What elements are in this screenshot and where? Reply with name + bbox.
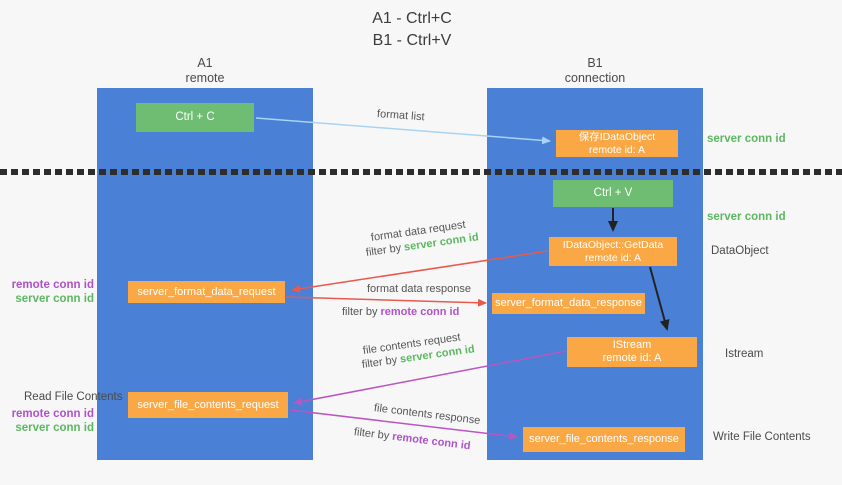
- label-write-file-contents: Write File Contents: [713, 431, 811, 443]
- lane-header-b1: B1 connection: [487, 56, 703, 86]
- node-server-file-contents-request: server_file_contents_request: [128, 392, 288, 418]
- label-remote-conn-id: remote conn id: [11, 279, 94, 291]
- node-server-file-contents-response: server_file_contents_response: [523, 427, 685, 452]
- node-server-format-data-request: server_format_data_request: [128, 281, 285, 303]
- label-istream: Istream: [725, 348, 764, 360]
- arrow-label-format-list: format list: [376, 108, 425, 124]
- arrow-format-data-response: [285, 296, 487, 307]
- label-remote-conn-id: remote conn id: [11, 408, 94, 420]
- node-ctrl-c-label: Ctrl + C: [175, 111, 215, 123]
- title-line-1: A1 - Ctrl+C: [372, 10, 452, 27]
- label-conn-id-stack-bottom: remote conn id server conn id: [0, 407, 94, 435]
- diagram-title: A1 - Ctrl+C B1 - Ctrl+V: [0, 8, 824, 52]
- node-ctrl-c: Ctrl + C: [136, 103, 254, 132]
- dotted-divider-line: [0, 169, 842, 175]
- node-istream-line1: IStream: [612, 339, 652, 351]
- node-save-idataobject: 保存IDataObject remote id: A: [556, 130, 678, 157]
- label-server-conn-id-mid: server conn id: [707, 211, 786, 223]
- node-ctrl-v: Ctrl + V: [553, 180, 673, 207]
- node-server-format-data-response: server_format_data_response: [492, 293, 645, 314]
- node-server-format-data-response-label: server_format_data_response: [495, 297, 642, 309]
- label-server-conn-id: server conn id: [15, 293, 94, 305]
- lane-a1-name: A1: [197, 56, 213, 70]
- label-server-conn-id: server conn id: [15, 422, 94, 434]
- node-save-idataobject-line2: remote id: A: [588, 143, 646, 156]
- label-server-conn-id-top: server conn id: [707, 133, 786, 145]
- node-save-idataobject-line1: 保存IDataObject: [578, 130, 656, 143]
- node-istream: IStream remote id: A: [567, 337, 697, 367]
- lane-b1-subtitle: connection: [564, 71, 626, 85]
- remote-conn-id-text: remote conn id: [380, 306, 460, 318]
- node-ctrl-v-label: Ctrl + V: [593, 187, 633, 199]
- lane-b1-name: B1: [587, 56, 603, 70]
- arrow-label-format-data-response: format data response: [367, 283, 471, 295]
- remote-conn-id-text: remote conn id: [391, 430, 472, 453]
- label-read-file-contents: Read File Contents: [24, 391, 123, 403]
- label-dataobject: DataObject: [711, 245, 769, 257]
- lane-a1-subtitle: remote: [185, 71, 225, 85]
- node-istream-line2: remote id: A: [602, 352, 662, 364]
- node-server-file-contents-request-label: server_file_contents_request: [137, 398, 279, 411]
- node-server-format-data-request-label: server_format_data_request: [137, 285, 276, 298]
- node-idataobject-getdata-line1: IDataObject::GetData: [562, 238, 664, 251]
- filter-by-text: filter by: [365, 242, 402, 259]
- arrow-label-file-contents-response: file contents response: [373, 402, 481, 427]
- filter-by-text: filter by: [353, 426, 390, 443]
- label-conn-id-stack-top: remote conn id server conn id: [0, 278, 94, 306]
- node-server-file-contents-response-label: server_file_contents_response: [529, 433, 679, 445]
- node-idataobject-getdata-line2: remote id: A: [584, 251, 642, 264]
- filter-by-text: filter by: [361, 354, 398, 371]
- node-idataobject-getdata: IDataObject::GetData remote id: A: [549, 237, 677, 266]
- filter-by-text: filter by: [342, 306, 378, 318]
- title-line-2: B1 - Ctrl+V: [372, 32, 452, 49]
- lane-header-a1: A1 remote: [97, 56, 313, 86]
